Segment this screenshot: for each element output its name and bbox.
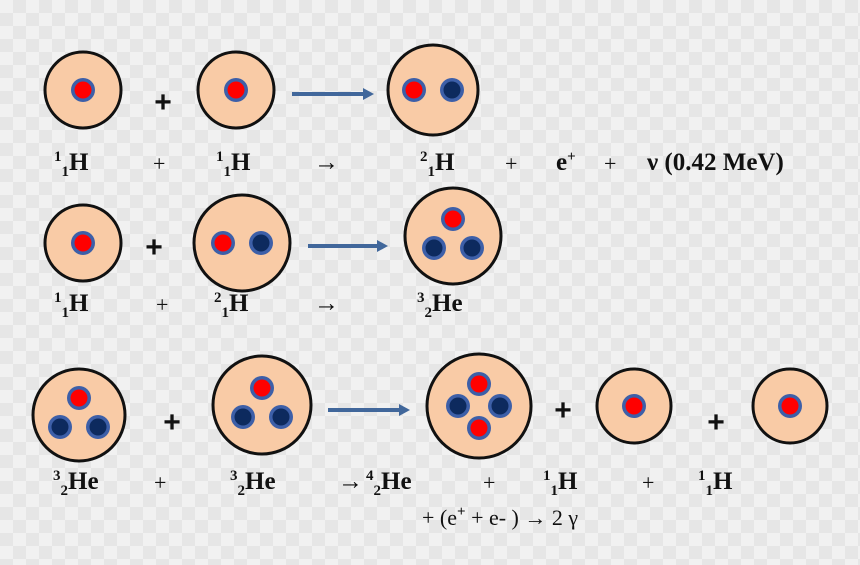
neutron	[488, 394, 512, 418]
neutron	[422, 236, 446, 260]
label-deuterium: 21H	[214, 290, 249, 321]
nucleus-deuterium	[192, 193, 292, 293]
proton	[402, 78, 426, 102]
nucleus-shell	[192, 193, 292, 293]
neutron	[460, 236, 484, 260]
label-hydrogen-1: 11H	[54, 149, 89, 180]
proton	[467, 416, 491, 440]
nucleus-shell	[211, 354, 313, 456]
proton	[622, 394, 646, 418]
plus-sign: +	[153, 151, 166, 176]
plus-sign: +	[642, 470, 655, 495]
label-helium-3: 32He	[230, 468, 276, 499]
neutron	[269, 405, 293, 429]
label-helium-3: 32He	[417, 290, 463, 321]
reaction-arrow	[292, 88, 374, 100]
label-hydrogen-1: 11H	[216, 149, 251, 180]
label-helium-4: 42He	[366, 468, 412, 499]
nucleus-helium-3	[31, 367, 127, 463]
reaction-arrow	[328, 404, 410, 416]
nucleus-deuterium	[386, 43, 480, 137]
neutron	[86, 415, 110, 439]
nucleus-hydrogen-1	[751, 367, 829, 445]
nucleus-shell	[425, 352, 533, 460]
plus-sign: +	[604, 151, 617, 176]
label-hydrogen-1: 11H	[54, 290, 89, 321]
plus-symbol: +	[163, 406, 181, 439]
nucleus-helium-3	[403, 186, 503, 286]
label-deuterium: 21H	[420, 149, 455, 180]
plus-sign: +	[154, 470, 167, 495]
proton	[441, 207, 465, 231]
label-neutrino-energy: ν (0.42 MeV)	[647, 149, 784, 176]
proton	[71, 78, 95, 102]
nucleus-helium-4	[425, 352, 533, 460]
label-positron: e+	[556, 149, 576, 176]
yields-arrow: →	[338, 468, 363, 495]
nucleus-hydrogen-1	[43, 203, 123, 283]
proton	[250, 376, 274, 400]
nucleus-hydrogen-1	[595, 367, 673, 445]
neutron	[249, 231, 273, 255]
label-hydrogen-1: 11H	[543, 468, 578, 499]
yields-arrow: →	[314, 149, 339, 176]
plus-symbol: +	[154, 86, 172, 119]
nucleus-shell	[31, 367, 127, 463]
proton	[224, 78, 248, 102]
nucleus-helium-3	[211, 354, 313, 456]
proton	[467, 372, 491, 396]
plus-symbol: +	[145, 231, 163, 264]
neutron	[446, 394, 470, 418]
nucleus-hydrogen-1	[43, 50, 123, 130]
proton	[67, 386, 91, 410]
label-helium-3: 32He	[53, 468, 99, 499]
nucleus-shell	[386, 43, 480, 137]
plus-sign: +	[156, 292, 169, 317]
nucleus-hydrogen-1	[196, 50, 276, 130]
plus-symbol: +	[707, 406, 725, 439]
yields-arrow: →	[314, 290, 339, 317]
proton	[71, 231, 95, 255]
reaction-arrow	[308, 240, 388, 252]
plus-sign: +	[505, 151, 518, 176]
neutron	[48, 415, 72, 439]
nucleus-shell	[403, 186, 503, 286]
label-hydrogen-1: 11H	[698, 468, 733, 499]
proton	[211, 231, 235, 255]
proton	[778, 394, 802, 418]
neutron	[440, 78, 464, 102]
plus-symbol: +	[554, 394, 572, 427]
plus-sign: +	[483, 470, 496, 495]
annihilation-equation: + (e+ + e- ) → 2 γ	[422, 504, 579, 530]
neutron	[231, 405, 255, 429]
